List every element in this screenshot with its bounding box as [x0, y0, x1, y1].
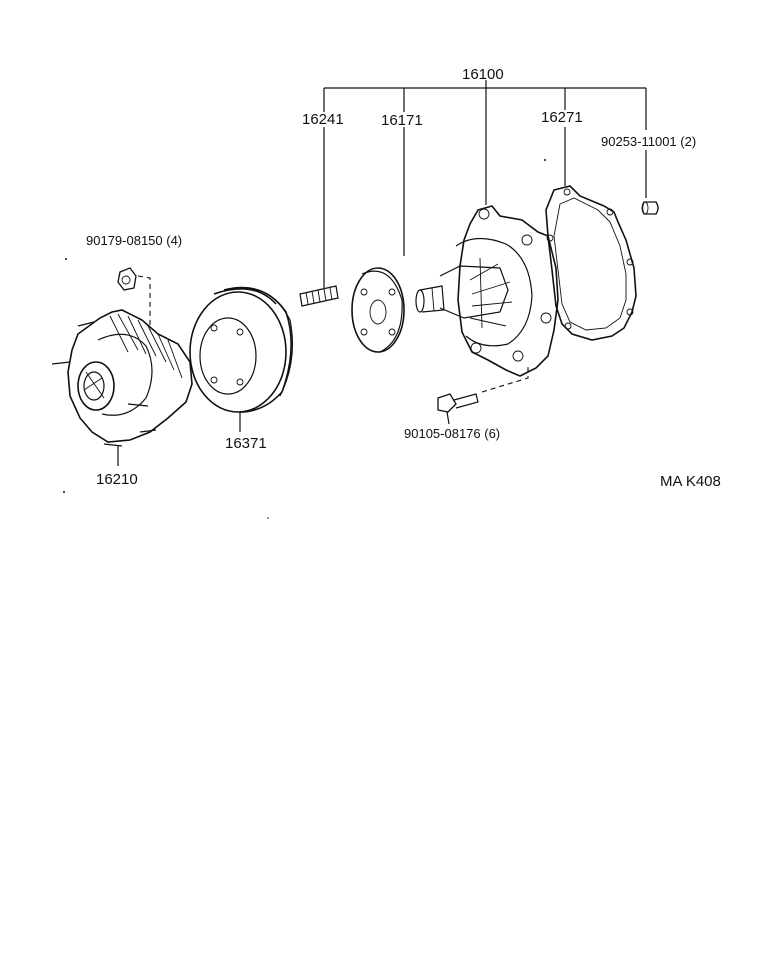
- label-nut: 90179-08150 (4): [86, 233, 182, 248]
- label-plug: 90253-11001 (2): [601, 134, 696, 149]
- label-figure-code: MA K408: [660, 473, 721, 490]
- pulley-part: [189, 286, 294, 432]
- gasket-part: [545, 185, 637, 341]
- stud-part: [299, 285, 339, 307]
- flange-part: [351, 267, 405, 353]
- scan-specks: [63, 159, 546, 519]
- label-flange: 16171: [381, 112, 423, 129]
- label-stud: 16241: [302, 111, 344, 128]
- label-assembly: 16100: [462, 66, 504, 83]
- assembly-bracket: [323, 80, 647, 288]
- label-fan-coupling: 16210: [96, 471, 138, 488]
- label-bolt: 90105-08176 (6): [404, 426, 500, 441]
- label-gasket: 16271: [541, 109, 583, 126]
- bolt-part: [437, 366, 529, 425]
- label-pulley: 16371: [225, 435, 267, 452]
- plug-part: [641, 201, 659, 215]
- nut-part: [117, 267, 151, 330]
- fan-coupling-part: [51, 309, 193, 466]
- water-pump-body: [415, 205, 559, 377]
